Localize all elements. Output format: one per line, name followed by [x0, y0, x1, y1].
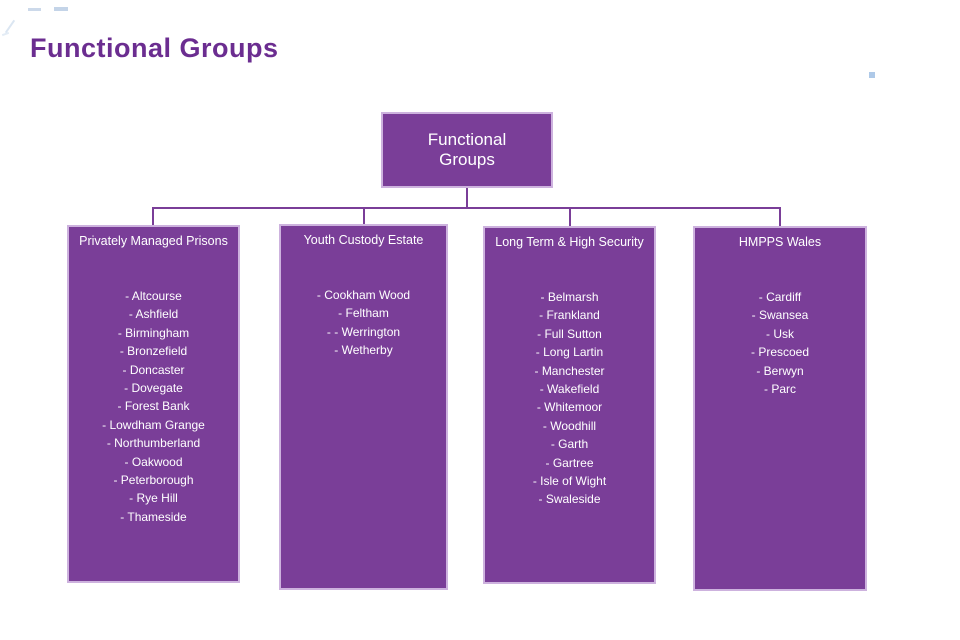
list-item: - Lowdham Grange — [102, 417, 205, 432]
group-list: - Cardiff - Swansea - Usk - Prescoed - Berwy… — [695, 288, 865, 398]
list-item: - Woodhill — [542, 418, 597, 433]
list-item: - Birmingham — [117, 325, 190, 340]
screen-artifact — [28, 8, 41, 11]
org-root-node: Functional Groups — [381, 112, 553, 188]
org-root-node-label: Functional Groups — [427, 129, 507, 169]
connector-drop-2 — [363, 208, 365, 225]
connector-trunk — [466, 188, 468, 209]
group-list: - Altcourse - Ashfield - Birmingham - Bronz… — [69, 287, 238, 526]
list-item: - Wakefield — [539, 382, 600, 397]
list-item: - Full Sutton — [537, 326, 602, 341]
list-item: - Gartree — [545, 455, 594, 470]
list-item: - Cookham Wood — [316, 288, 411, 302]
screen-artifact — [4, 19, 16, 34]
list-item: - Garth — [550, 437, 589, 452]
screen-artifact — [1, 31, 10, 37]
list-item: - Frankland — [539, 308, 600, 323]
list-item: - Wetherby — [334, 343, 393, 358]
group-title: Privately Managed Prisons — [79, 234, 228, 248]
list-item: - Manchester — [534, 363, 605, 378]
list-item: - Oakwood — [124, 454, 183, 469]
list-item: - Berwyn — [756, 363, 804, 378]
connector-horizontal — [152, 207, 781, 209]
group-list: - Cookham Wood - Feltham - - Werrington - W… — [281, 286, 446, 360]
screen-artifact — [869, 72, 875, 78]
list-item: - Northumberland — [106, 436, 201, 451]
list-item: - Prescoed — [750, 345, 810, 360]
group-title: Youth Custody Estate — [303, 233, 424, 247]
connector-drop-1 — [152, 208, 154, 226]
list-item: - Belmarsh — [540, 290, 599, 304]
list-item: - Swansea — [751, 308, 809, 323]
group-box-hmpps-wales: HMPPS Wales - Cardiff - Swansea - Usk - Pre… — [693, 226, 867, 591]
list-item: - Long Lartin — [535, 345, 604, 360]
group-list: - Belmarsh - Frankland - Full Sutton - Long… — [485, 288, 654, 509]
list-item: - Usk — [766, 326, 794, 341]
group-box-privately-managed-prisons: Privately Managed Prisons - Altcourse- A… — [67, 225, 240, 583]
list-item: - Bronzefield — [119, 344, 188, 359]
connector-drop-3 — [569, 208, 571, 227]
list-item: - Ashfield — [128, 307, 179, 322]
connector-drop-4 — [779, 208, 781, 227]
list-item: - Rye Hill — [129, 491, 178, 506]
screen-artifact — [54, 7, 68, 11]
list-item: - Swaleside — [538, 492, 601, 507]
list-item: - Feltham — [338, 306, 389, 321]
list-item: - Doncaster — [122, 362, 185, 377]
list-item: - Peterborough — [113, 473, 194, 488]
group-box-long-term-high-security: Long Term & High Security - Belmarsh - Fr… — [483, 226, 656, 584]
list-item: - - Werrington — [326, 324, 401, 339]
page-title: Functional Groups — [30, 33, 279, 63]
list-item: - Isle of Wight — [532, 474, 607, 489]
group-title: HMPPS Wales — [738, 235, 822, 249]
list-item: - Parc — [763, 382, 796, 397]
list-item: - Altcourse — [125, 289, 182, 303]
list-item: - Whitemoor — [536, 400, 603, 415]
list-item: - Thameside — [120, 509, 187, 524]
list-item: - Dovegate — [124, 381, 183, 396]
list-item: - Forest Bank — [117, 399, 190, 414]
group-box-youth-custody-estate: Youth Custody Estate - Cookham Wood - Fel… — [279, 224, 448, 590]
list-item: - Cardiff — [758, 290, 802, 304]
group-title: Long Term & High Security — [495, 235, 644, 249]
